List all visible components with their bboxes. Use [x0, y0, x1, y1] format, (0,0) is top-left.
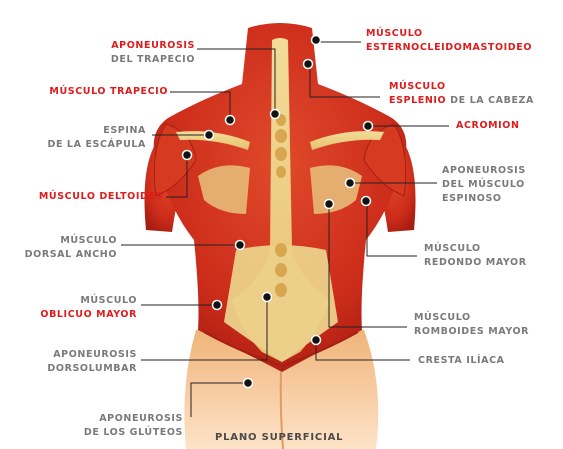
label-line: APONEUROSIS — [442, 165, 526, 176]
marker-oblicuo-mayor — [211, 299, 223, 311]
marker-deltoides — [181, 149, 193, 161]
label-esplenio-word: ESPLENIO — [389, 95, 447, 106]
marker-espinoso — [344, 177, 356, 189]
label-line: DE LOS GLÚTEOS — [83, 427, 183, 438]
marker-dorsal-ancho — [234, 239, 246, 251]
gluteal-cleft — [279, 371, 284, 449]
label-line: MÚSCULO — [80, 295, 137, 306]
leader-lines — [121, 41, 449, 417]
label-musculo-trapecio: MÚSCULO TRAPECIO — [49, 85, 168, 99]
label-aponeurosis-gluteos: APONEUROSIS DE LOS GLÚTEOS — [84, 412, 183, 440]
label-line: MÚSCULO TRAPECIO — [49, 86, 168, 97]
label-line: OBLICUO MAYOR — [40, 309, 137, 320]
label-line: MÚSCULO — [424, 243, 481, 254]
label-aponeurosis-espinoso: APONEUROSIS DEL MÚSCULO ESPINOSO — [442, 164, 526, 206]
label-line: MÚSCULO — [366, 28, 423, 39]
label-line: APONEUROSIS — [53, 349, 137, 360]
label-acromion: ACROMION — [456, 119, 520, 133]
label-cresta-iliaca: CRESTA ILÍACA — [418, 354, 505, 368]
marker-aponeurosis-trapecio — [269, 108, 281, 120]
label-line: MÚSCULO DELTOIDES — [38, 191, 163, 202]
left-scapula-spine-shape — [176, 131, 250, 150]
label-line: APONEUROSIS — [111, 40, 195, 51]
marker-musculo-trapecio — [224, 114, 236, 126]
marker-dots — [181, 34, 374, 389]
label-romboides-mayor: MÚSCULO ROMBOIDES MAYOR — [414, 311, 529, 339]
diagram-title: PLANO SUPERFICIAL — [215, 432, 344, 443]
marker-acromion — [362, 120, 374, 132]
label-dorsal-ancho: MÚSCULO DORSAL ANCHO — [25, 234, 117, 262]
label-esplenio-rest: DE LA CABEZA — [446, 95, 535, 106]
label-line: DORSAL ANCHO — [24, 249, 117, 260]
label-line: ROMBOIDES MAYOR — [414, 326, 530, 337]
label-aponeurosis-trapecio: APONEUROSIS DEL TRAPECIO — [111, 39, 195, 67]
label-line: DEL MÚSCULO — [442, 179, 525, 190]
label-line: REDONDO MAYOR — [424, 257, 527, 268]
label-espina-escapula: ESPINA DE LA ESCÁPULA — [47, 124, 146, 152]
lumbar-aponeurosis-shape — [224, 245, 338, 362]
marker-dorsolumbar — [261, 291, 273, 303]
iliac-crest-line — [203, 331, 359, 368]
left-infraspinatus-shape — [198, 165, 250, 214]
label-oblicuo-mayor: MÚSCULO OBLICUO MAYOR — [40, 294, 137, 322]
label-line: DE LA ESCÁPULA — [47, 139, 146, 150]
right-infraspinatus-shape — [310, 165, 362, 214]
label-line: CRESTA ILÍACA — [418, 355, 505, 366]
marker-gluteos — [242, 377, 254, 389]
label-line: MÚSCULO — [60, 235, 117, 246]
vertebrae — [275, 114, 287, 297]
label-esplenio: MÚSCULO ESPLENIO DE LA CABEZA — [389, 80, 534, 108]
label-line: MÚSCULO — [414, 312, 471, 323]
marker-espina-escapula — [203, 129, 215, 141]
marker-esplenio — [302, 58, 314, 70]
label-line: DORSOLUMBAR — [47, 363, 137, 374]
label-line: ESTERNOCLEIDOMASTOIDEO — [366, 42, 533, 53]
label-musculo-deltoides: MÚSCULO DELTOIDES — [39, 190, 163, 204]
label-redondo-mayor: MÚSCULO REDONDO MAYOR — [424, 242, 527, 270]
marker-romboides — [323, 198, 335, 210]
label-line: ESPLENIO DE LA CABEZA — [389, 94, 534, 108]
marker-esternocleidomastoideo — [310, 34, 322, 46]
label-line: APONEUROSIS — [99, 413, 183, 424]
label-line: ESPINA — [103, 125, 146, 136]
label-line: DEL TRAPECIO — [110, 54, 195, 65]
label-line: ACROMION — [456, 120, 520, 131]
right-scapula-spine-shape — [310, 131, 384, 150]
label-aponeurosis-dorsolumbar: APONEUROSIS DORSOLUMBAR — [47, 348, 137, 376]
marker-cresta-iliaca — [310, 334, 322, 346]
label-line: ESPINOSO — [442, 193, 502, 204]
label-line: MÚSCULO — [389, 81, 446, 92]
marker-redondo-mayor — [360, 195, 372, 207]
label-esternocleidomastoideo: MÚSCULO ESTERNOCLEIDOMASTOIDEO — [366, 27, 532, 55]
